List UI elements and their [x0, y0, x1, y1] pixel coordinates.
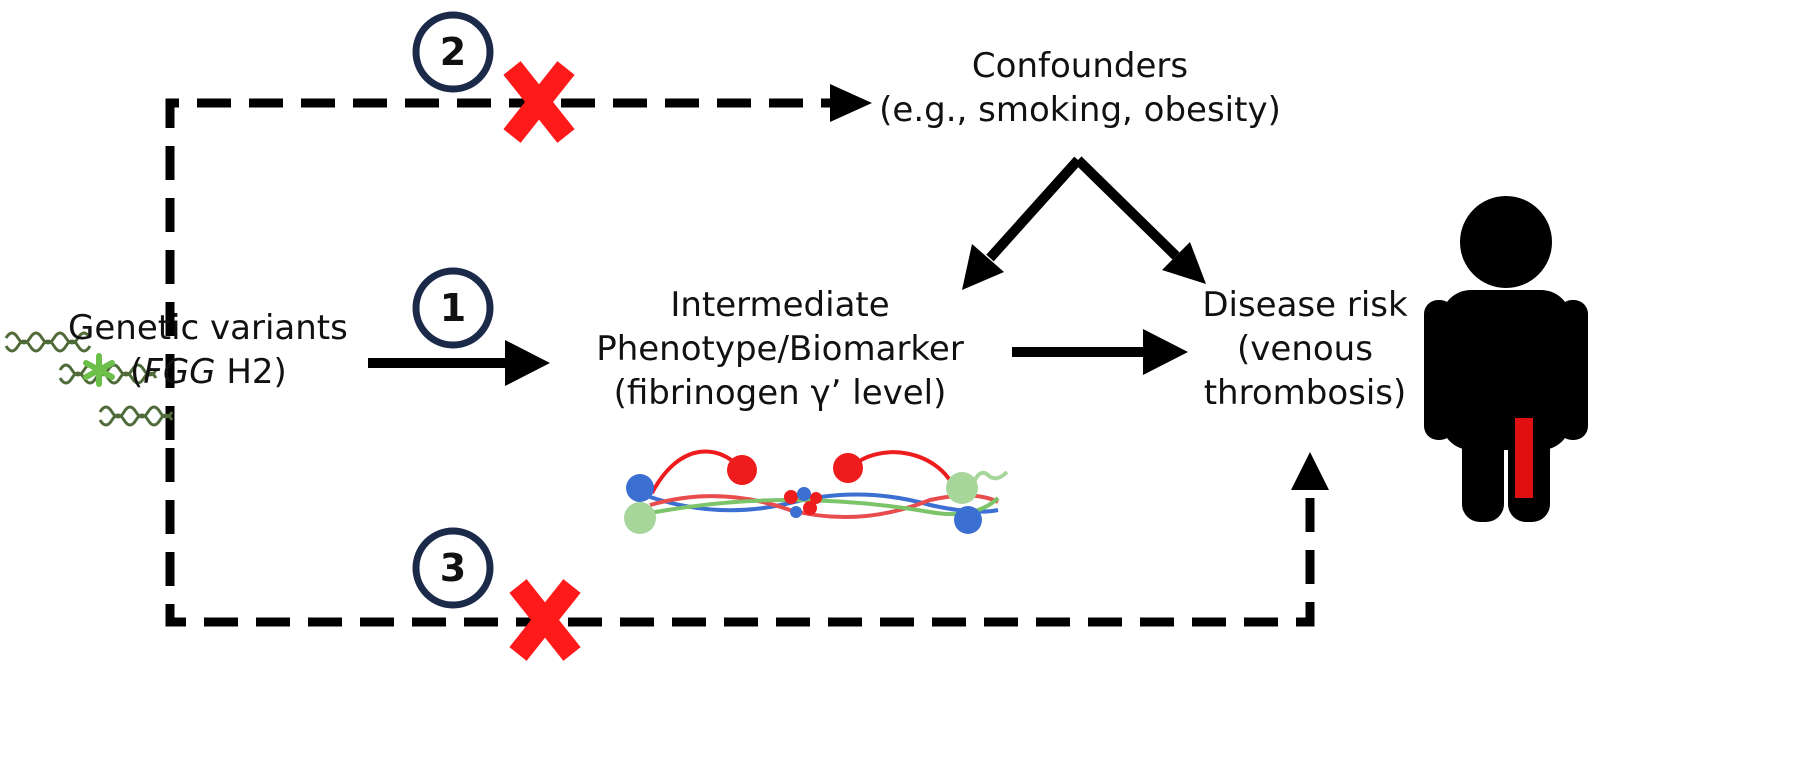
- confounders-label: Confounders (e.g., smoking, obesity): [860, 44, 1300, 132]
- path1-arrow: [368, 340, 550, 386]
- gene-paren-open: (: [130, 352, 144, 392]
- disease-line2: (venous: [1237, 329, 1373, 369]
- badge-1: 1: [439, 286, 467, 330]
- gene-rest: H2): [215, 352, 287, 392]
- path3-arrowhead: [1291, 452, 1329, 490]
- dna-helix-icon: [4, 331, 174, 427]
- disease-risk-label: Disease risk (venous thrombosis): [1170, 283, 1440, 415]
- asterisk-icon: [83, 353, 115, 387]
- confounders-line2: (e.g., smoking, obesity): [879, 90, 1281, 130]
- intermediate-line2: Phenotype/Biomarker: [596, 329, 964, 369]
- confounder-to-intermediate-arrow: [962, 156, 1082, 290]
- intermediate-label: Intermediate Phenotype/Biomarker (fibrin…: [560, 283, 1000, 415]
- genetic-variants-line1: Genetic variants: [68, 308, 348, 348]
- leg-highlight: [1515, 418, 1533, 498]
- genetic-variants-label: Genetic variants (FGG H2): [68, 306, 368, 394]
- intermediate-to-disease-arrow: [1012, 329, 1188, 375]
- fibrinogen-molecule-icon: [624, 449, 1009, 534]
- badge-1-ring: [412, 267, 494, 349]
- genetic-variants-line2: (FGG H2): [68, 350, 368, 394]
- disease-line3: thrombosis): [1203, 373, 1407, 413]
- intermediate-line1: Intermediate: [670, 285, 890, 325]
- badge-3: 3: [439, 546, 467, 590]
- path3-dashed-connector: [165, 448, 1329, 627]
- disease-line1: Disease risk: [1202, 285, 1408, 325]
- path2-dashed-connector: [165, 84, 872, 440]
- gene-name: FGG: [143, 352, 216, 392]
- confounder-to-disease-arrow: [1074, 156, 1206, 284]
- intermediate-line3: (fibrinogen γ’ level): [613, 373, 947, 413]
- badge-2: 2: [439, 30, 467, 74]
- badge-3-ring: [412, 527, 494, 609]
- path2-cross-icon: [503, 61, 575, 143]
- path2-arrowhead: [830, 84, 872, 122]
- path3-cross-icon: [509, 579, 581, 661]
- confounders-line1: Confounders: [971, 46, 1189, 86]
- person-icon: [1424, 196, 1588, 522]
- badge-2-ring: [412, 11, 494, 93]
